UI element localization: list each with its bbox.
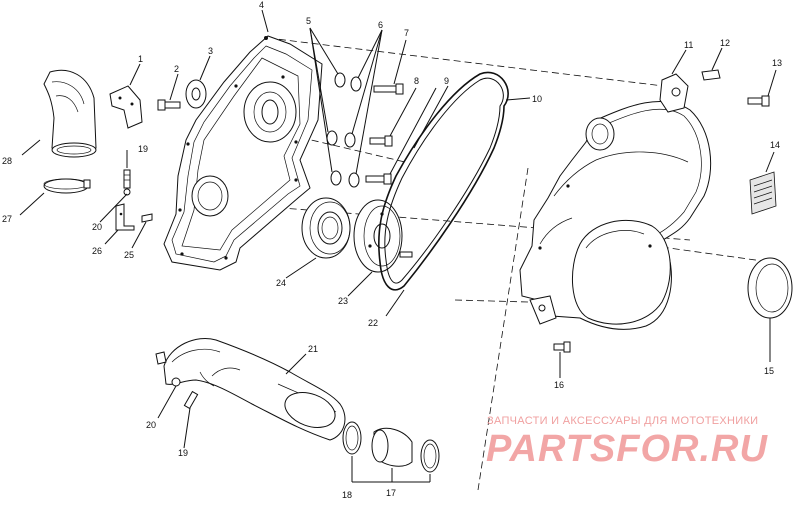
- small-plate: [701, 69, 721, 81]
- label-25: 25: [124, 250, 134, 260]
- label-2: 2: [174, 64, 179, 74]
- label-15: 15: [764, 366, 774, 376]
- washers-and-bolts: [326, 72, 404, 188]
- screw-bottom: [553, 341, 571, 353]
- intake-elbow-duct: [43, 69, 97, 158]
- label-20-upper: 20: [92, 222, 102, 232]
- hose-clamp-ring: [43, 178, 91, 194]
- label-7: 7: [404, 28, 409, 38]
- label-18: 18: [342, 490, 352, 500]
- alignment-lines: [179, 37, 771, 491]
- bolt-right: [747, 95, 770, 107]
- label-4: 4: [259, 0, 264, 10]
- label-24: 24: [276, 278, 286, 288]
- label-10: 10: [532, 94, 542, 104]
- part-labels: 1 2 3 4 5 6 7 8 9 10 11 12 13 14 15 16 1…: [2, 0, 782, 500]
- grommet: [185, 79, 207, 109]
- drive-belt: [377, 71, 509, 291]
- label-17: 17: [386, 488, 396, 498]
- pulley-sprocket: [353, 199, 413, 273]
- label-13: 13: [772, 58, 782, 68]
- watermark-logo: PARTSFOR.RU: [486, 428, 768, 470]
- label-26: 26: [92, 246, 102, 256]
- duct-coupler-clamps: [342, 421, 440, 473]
- label-23: 23: [338, 296, 348, 306]
- label-22: 22: [368, 318, 378, 328]
- label-1: 1: [138, 54, 143, 64]
- label-3: 3: [208, 46, 213, 56]
- label-28: 28: [2, 156, 12, 166]
- label-16: 16: [554, 380, 564, 390]
- label-27: 27: [2, 214, 12, 224]
- inner-cover-plate: [163, 35, 323, 271]
- label-12: 12: [720, 38, 730, 48]
- cooling-air-duct: [163, 338, 346, 441]
- inspection-cap: [747, 257, 793, 319]
- small-hardware-lower: [155, 351, 199, 410]
- label-19-upper: 19: [138, 144, 148, 154]
- warning-decal: [749, 171, 777, 215]
- small-hardware-left: [115, 169, 153, 231]
- mounting-bracket: [109, 85, 143, 129]
- label-11: 11: [684, 40, 693, 50]
- label-19-lower: 19: [178, 448, 188, 458]
- label-9: 9: [444, 76, 449, 86]
- outer-belt-cover: [519, 73, 712, 330]
- drive-seal: [301, 197, 351, 259]
- watermark-subtitle: ЗАПЧАСТИ И АКСЕССУАРЫ ДЛЯ МОТОТЕХНИКИ: [487, 415, 759, 427]
- bolt-small: [157, 99, 181, 111]
- label-8: 8: [414, 76, 419, 86]
- label-20-lower: 20: [146, 420, 156, 430]
- label-6: 6: [378, 20, 383, 30]
- label-5: 5: [306, 16, 311, 26]
- label-14: 14: [770, 140, 780, 150]
- label-21: 21: [308, 344, 318, 354]
